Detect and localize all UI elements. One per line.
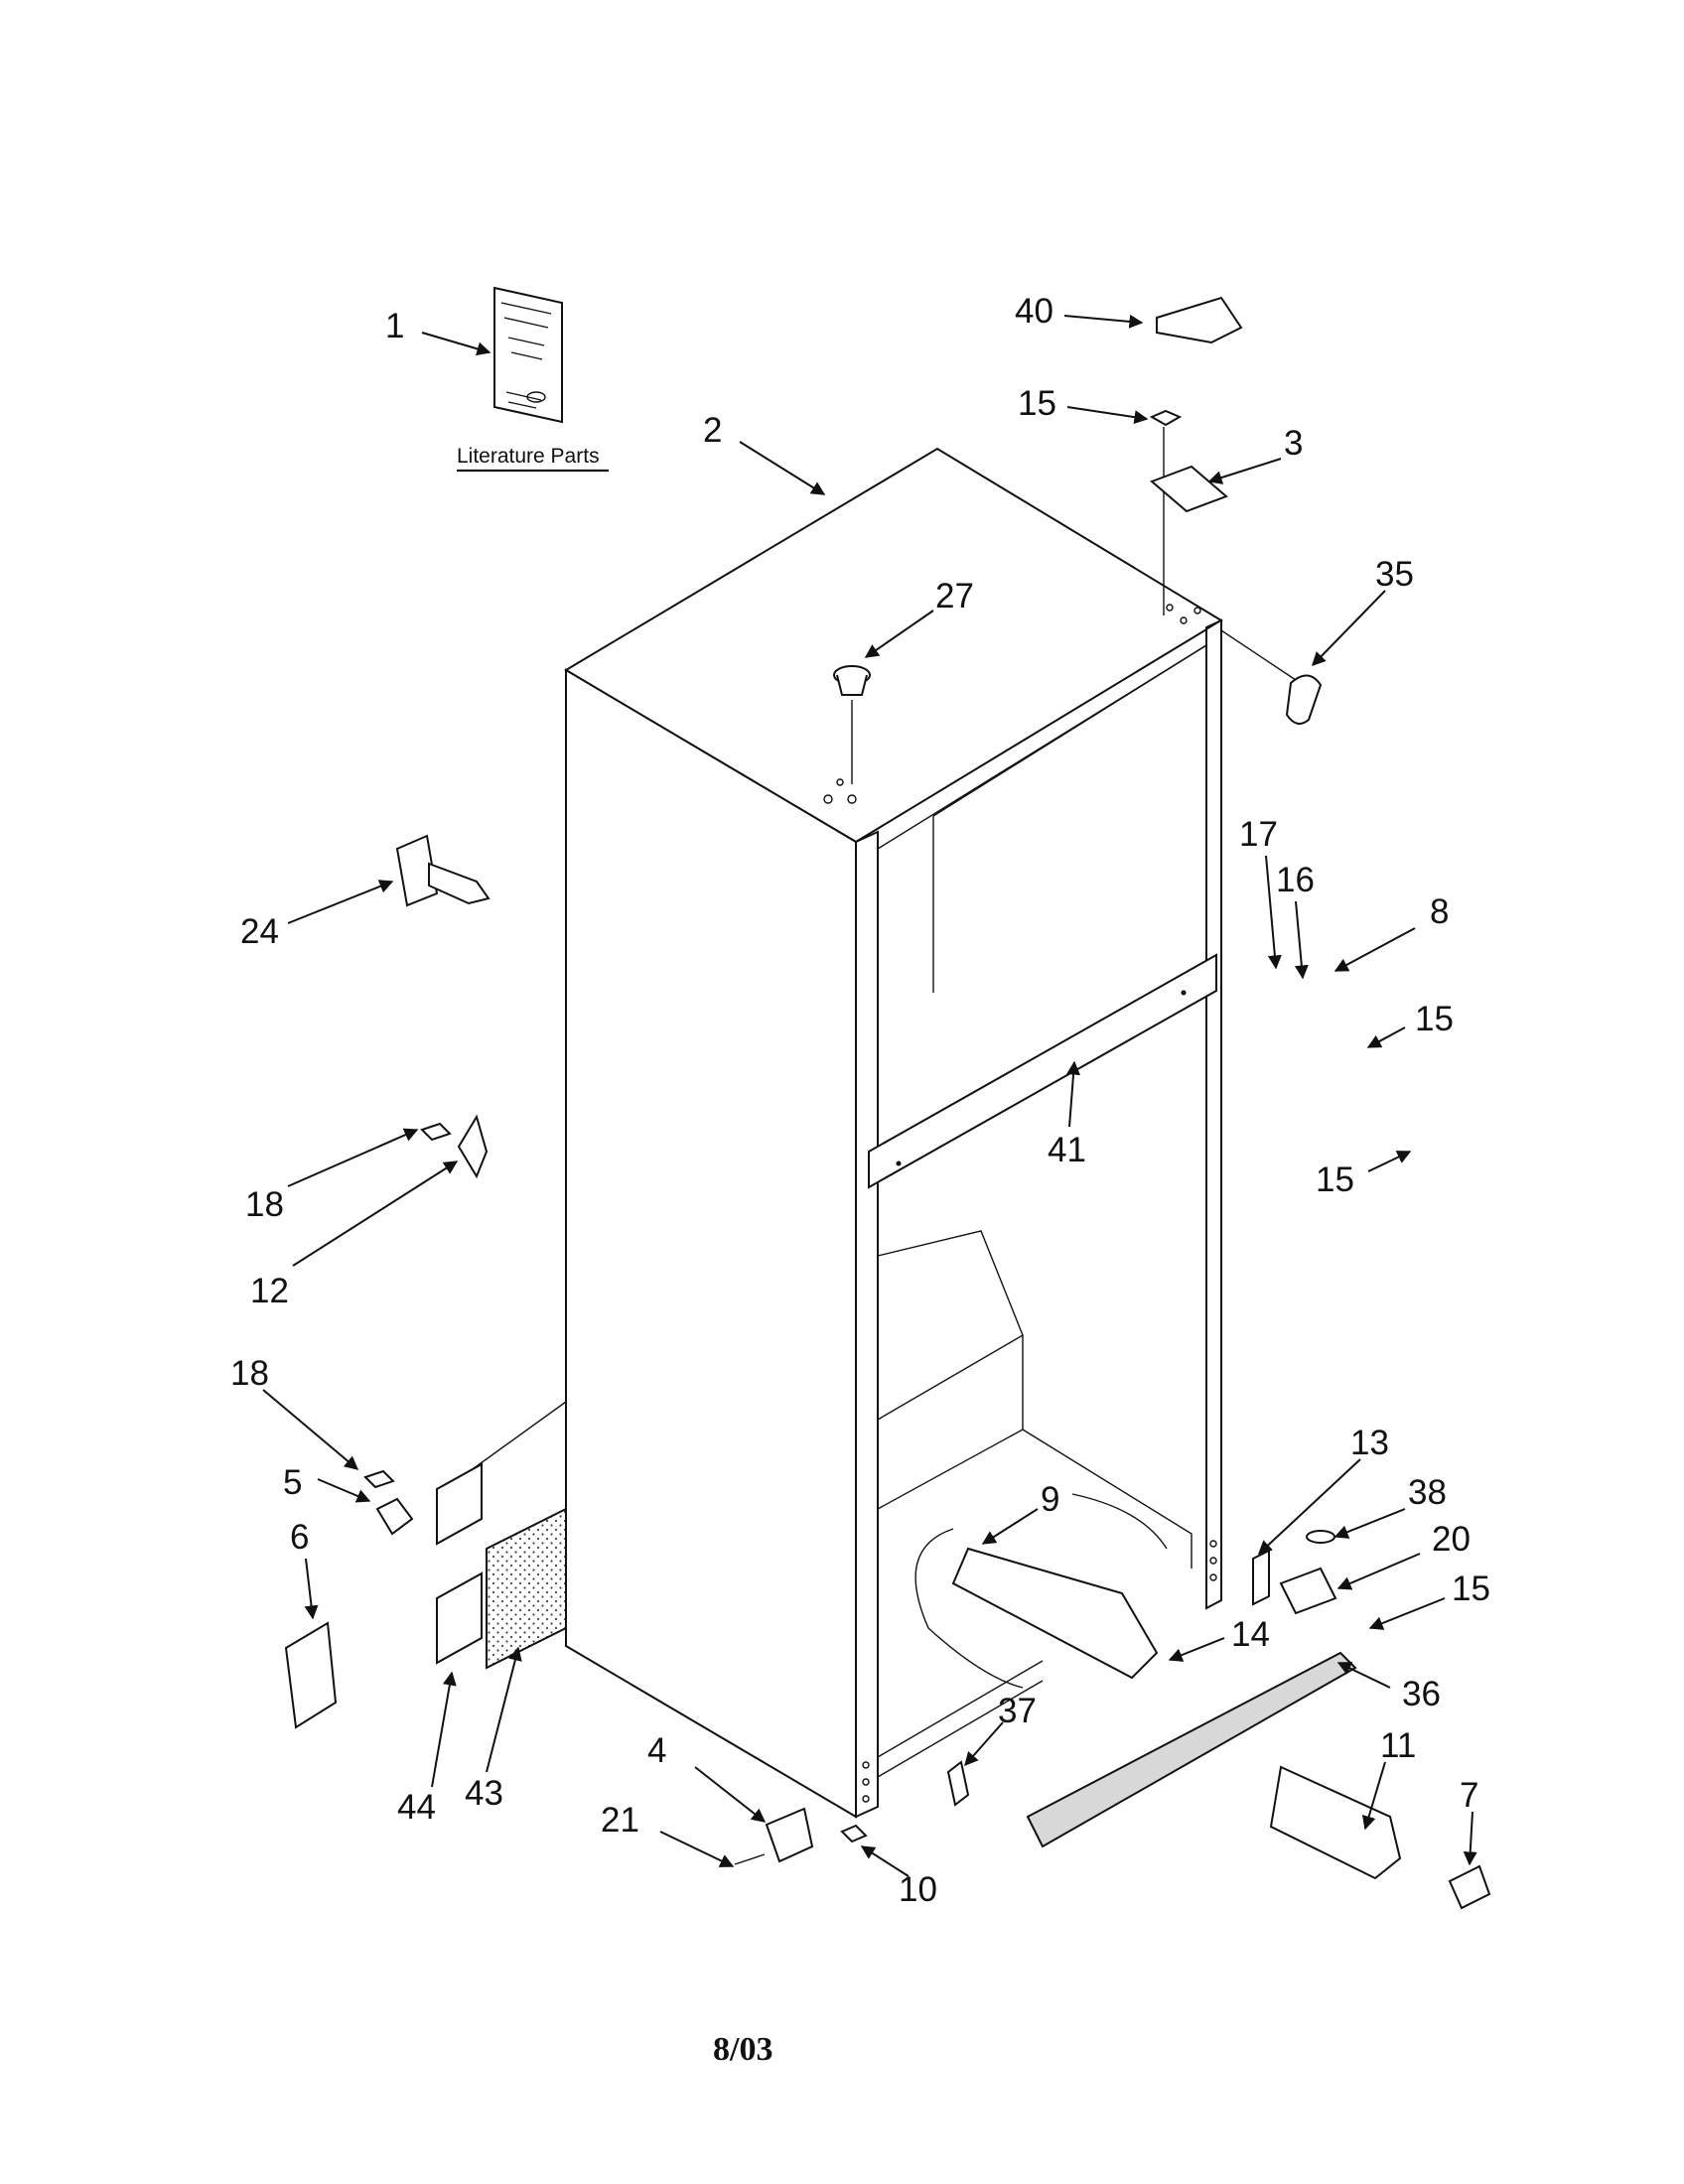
callout-labels: 1 2 40 15 3 35 27 17 16 8 15 41 15 24 18… bbox=[230, 292, 1490, 1909]
callout-18-lower: 18 bbox=[230, 1354, 269, 1393]
callout-6: 6 bbox=[290, 1518, 309, 1557]
callout-16: 16 bbox=[1276, 861, 1315, 899]
toe-grille-part bbox=[1026, 1651, 1357, 1848]
screw-10-part bbox=[840, 1824, 868, 1843]
bracket-part bbox=[420, 1114, 489, 1179]
access-cover-part bbox=[284, 1621, 338, 1729]
callout-17: 17 bbox=[1239, 815, 1278, 854]
callout-20: 20 bbox=[1432, 1520, 1471, 1559]
callout-24: 24 bbox=[240, 912, 279, 951]
callout-10: 10 bbox=[899, 1870, 937, 1909]
callout-44: 44 bbox=[397, 1788, 436, 1827]
strike-part bbox=[1252, 1549, 1270, 1606]
callout-4: 4 bbox=[647, 1731, 666, 1770]
lower-bracket-part bbox=[363, 1469, 414, 1536]
callout-18-upper: 18 bbox=[245, 1185, 284, 1224]
clip-37-part bbox=[946, 1760, 970, 1807]
callout-40: 40 bbox=[1015, 292, 1053, 331]
callout-2: 2 bbox=[703, 411, 722, 450]
callout-36: 36 bbox=[1402, 1675, 1441, 1713]
date-code: 8/03 bbox=[713, 2031, 772, 2068]
callout-arrows bbox=[262, 314, 1477, 1877]
callout-13: 13 bbox=[1350, 1424, 1389, 1462]
callout-1: 1 bbox=[385, 307, 404, 345]
callout-41: 41 bbox=[1048, 1131, 1086, 1169]
callout-15-bottom: 15 bbox=[1452, 1570, 1490, 1608]
literature-booklet bbox=[493, 286, 563, 424]
callout-7: 7 bbox=[1460, 1776, 1478, 1815]
literature-caption: Literature Parts bbox=[457, 445, 600, 468]
filter-cap-part bbox=[1448, 1864, 1491, 1910]
hinge-4-part bbox=[765, 1807, 814, 1863]
top-hinge-part bbox=[1150, 465, 1228, 513]
stud-part bbox=[395, 834, 491, 907]
callout-8: 8 bbox=[1430, 892, 1449, 931]
drain-hose-part bbox=[914, 1493, 1168, 1689]
callout-43: 43 bbox=[465, 1774, 503, 1813]
callout-12: 12 bbox=[250, 1272, 289, 1310]
screw-part bbox=[1149, 409, 1183, 615]
callout-37: 37 bbox=[998, 1692, 1037, 1730]
callout-15-right: 15 bbox=[1415, 1000, 1454, 1038]
callout-27: 27 bbox=[935, 577, 974, 615]
refrigerator-cabinet bbox=[564, 447, 1223, 1819]
hinge-cover-part bbox=[1156, 296, 1243, 344]
washer-part bbox=[1306, 1530, 1335, 1544]
clip-part bbox=[1285, 674, 1323, 725]
callout-11: 11 bbox=[1380, 1726, 1416, 1765]
callout-21: 21 bbox=[601, 1801, 639, 1840]
callout-38: 38 bbox=[1408, 1473, 1447, 1512]
callout-3: 3 bbox=[1284, 424, 1303, 463]
water-filter-part bbox=[1269, 1765, 1402, 1880]
callout-14: 14 bbox=[1231, 1615, 1270, 1654]
callout-35: 35 bbox=[1375, 555, 1414, 594]
callout-5: 5 bbox=[283, 1463, 302, 1502]
callout-15-top: 15 bbox=[1018, 384, 1056, 423]
callout-9: 9 bbox=[1041, 1480, 1059, 1519]
callout-15-lower: 15 bbox=[1316, 1160, 1354, 1199]
plug-part bbox=[833, 665, 871, 784]
bottom-hinge-part bbox=[1279, 1567, 1337, 1615]
rear-panel bbox=[436, 1400, 567, 1670]
screw-21-part bbox=[734, 1853, 766, 1865]
